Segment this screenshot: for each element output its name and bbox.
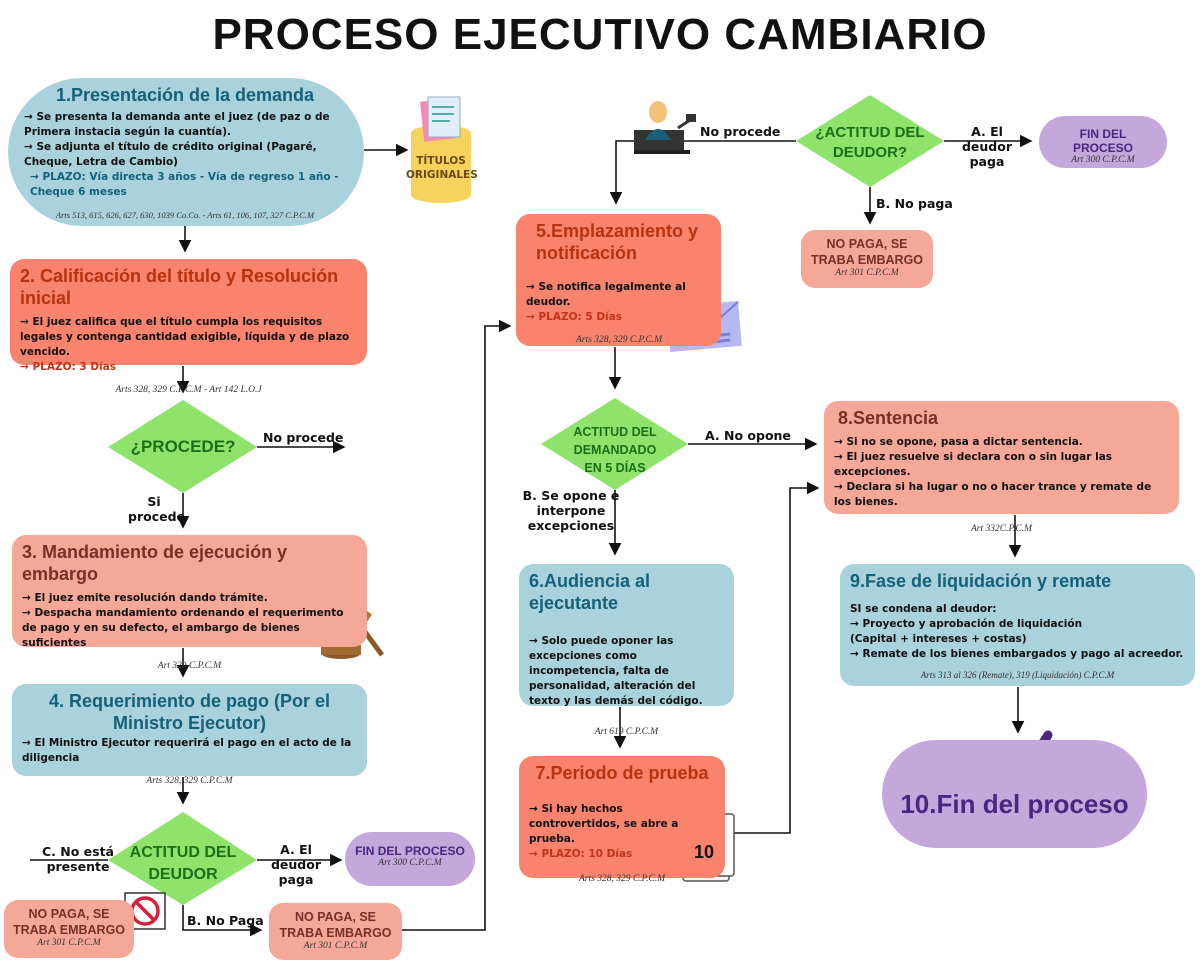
procede-question: ¿PROCEDE? bbox=[130, 437, 236, 456]
step-8-line3: → Declara si ha lugar o no o hacer tranc… bbox=[834, 481, 1152, 508]
step-5-cite: Arts 328, 329 C.P.C.M bbox=[576, 335, 663, 345]
no-paga-left: NO PAGA, SE TRABA EMBARGO Art 301 C.P.C.… bbox=[4, 900, 134, 958]
step-8-title: 8.Sentencia bbox=[838, 408, 939, 428]
step-1-line1: → Se presenta la demanda ante el juez (d… bbox=[24, 111, 330, 138]
fin-proceso-bottom-title: FIN DEL PROCESO bbox=[355, 844, 465, 858]
step-8-line1: → Si no se opone, pasa a dictar sentenci… bbox=[834, 436, 1083, 448]
step-1-plazo: → PLAZO: Vía directa 3 años - Vía de reg… bbox=[30, 171, 339, 198]
step-5-box: 5.Emplazamiento y notificación → Se noti… bbox=[516, 214, 721, 346]
step-9-cite: Arts 313 al 326 (Remate), 319 (Liquidaci… bbox=[920, 670, 1115, 680]
step-2-plazo: → PLAZO: 3 Días bbox=[20, 361, 116, 373]
no-paga-mid-cite: Art 301 C.P.C.M bbox=[303, 941, 368, 951]
step-5-plazo: → PLAZO: 5 Días bbox=[526, 311, 622, 323]
step-3-box: 3. Mandamiento de ejecución y embargo → … bbox=[12, 535, 367, 671]
page-title: PROCESO EJECUTIVO CAMBIARIO bbox=[212, 10, 988, 59]
step-7-plazo: → PLAZO: 10 Días bbox=[529, 848, 633, 860]
step-7-cite: Arts 328, 329 C.P.C.M bbox=[579, 874, 666, 884]
step-4-cite: Arts 328, 329 C.P.C.M bbox=[146, 776, 233, 786]
actitud-bottom-c-label: C. No está presente bbox=[41, 844, 114, 874]
no-paga-top: NO PAGA, SE TRABA EMBARGO Art 301 C.P.C.… bbox=[801, 230, 933, 288]
no-paga-top-title: NO PAGA, SE TRABA EMBARGO bbox=[810, 237, 924, 267]
step-2-line1: → El juez califica que el título cumpla … bbox=[20, 316, 350, 358]
actitud-bottom-b-label: B. No Paga bbox=[187, 913, 264, 928]
step-7-line1: → Si hay hechos controvertidos, se abre … bbox=[529, 803, 679, 845]
step-1-box: 1.Presentación de la demanda → Se presen… bbox=[8, 78, 364, 226]
step-9-title: 9.Fase de liquidación y remate bbox=[850, 571, 1112, 591]
step-1-cite: Arts 513, 615, 626, 627, 630, 1039 Co.Co… bbox=[55, 210, 315, 220]
no-paga-left-cite: Art 301 C.P.C.M bbox=[37, 938, 101, 948]
step-6-box: 6.Audiencia al ejecutante → Solo puede o… bbox=[519, 564, 734, 737]
actitud-dem-question: ACTITUD DEL DEMANDADO EN 5 DÍAS bbox=[573, 425, 657, 475]
titulos-label: TÍTULOS ORIGINALES bbox=[406, 155, 478, 181]
step-6-title: 6.Audiencia al ejecutante bbox=[529, 571, 651, 613]
step-8-box: 8.Sentencia → Si no se opone, pasa a dic… bbox=[824, 401, 1179, 534]
no-paga-left-title: NO PAGA, SE TRABA EMBARGO bbox=[12, 907, 126, 937]
actitud-dem-a-label: A. No opone bbox=[705, 428, 791, 443]
step-10-title: 10.Fin del proceso bbox=[900, 789, 1129, 819]
step-6-cite: Art 619 C.P.C.M bbox=[594, 727, 659, 737]
step-9-line2: (Capital + intereses + costas) bbox=[850, 633, 1027, 645]
diamond-procede bbox=[108, 400, 257, 493]
step-3-line2: → Despacha mandamiento ordenando el requ… bbox=[22, 607, 344, 649]
step-9-line0: SI se condena al deudor: bbox=[850, 603, 997, 615]
step-2-title: 2. Calificación del título y Resolución … bbox=[20, 266, 339, 308]
fin-proceso-bottom: FIN DEL PROCESO Art 300 C.P.C.M bbox=[345, 832, 475, 886]
actitud-top-question: ¿ACTITUD DEL DEUDOR? bbox=[815, 124, 925, 161]
procede-si-label: Si procede bbox=[128, 494, 186, 524]
fin-proceso-top-title: FIN DEL PROCESO bbox=[1072, 127, 1133, 155]
diamond-actitud-bottom bbox=[108, 812, 257, 905]
step-10-box bbox=[882, 740, 1147, 848]
actitud-bottom-a-label: A. El deudor paga bbox=[270, 842, 322, 887]
documents-icon bbox=[411, 96, 471, 203]
actitud-top-a-label: A. El deudor paga bbox=[961, 124, 1013, 169]
step-4-line1: → El Ministro Ejecutor requerirá el pago… bbox=[22, 737, 352, 764]
step-5-line1: → Se notifica legalmente al deudor. bbox=[526, 281, 686, 308]
step-4-title: 4. Requerimiento de pago (Por el Ministr… bbox=[48, 691, 331, 733]
judge-icon bbox=[634, 101, 696, 154]
diamond-actitud-top bbox=[796, 95, 944, 187]
step-7-box: 7.Periodo de prueba → Si hay hechos cont… bbox=[519, 756, 725, 884]
no-paga-top-cite: Art 301 C.P.C.M bbox=[835, 268, 899, 278]
step-2-cite: Arts 328, 329 C.P.C.M - Art 142 L.O.J bbox=[115, 385, 262, 395]
actitud-top-b-label: B. No paga bbox=[876, 196, 953, 211]
fin-proceso-top: FIN DEL PROCESO Art 300 C.P.C.M bbox=[1039, 116, 1167, 168]
no-paga-mid-title: NO PAGA, SE TRABA EMBARGO bbox=[279, 910, 392, 940]
step-1-line2: → Se adjunta el título de crédito origin… bbox=[24, 141, 317, 168]
diamond-actitud-dem bbox=[541, 398, 688, 490]
actitud-dem-b-label: B. Se opone e interpone excepciones bbox=[522, 488, 620, 533]
fin-proceso-bottom-cite: Art 300 C.P.C.M bbox=[378, 858, 442, 868]
step-4-box: 4. Requerimiento de pago (Por el Ministr… bbox=[12, 684, 367, 786]
fin-proceso-top-cite: Art 300 C.P.C.M bbox=[1071, 155, 1135, 165]
step-3-cite: Art 329 C.P.C.M bbox=[157, 661, 222, 671]
step-8-line2: → El juez resuelve si declara con o sin … bbox=[834, 451, 1113, 478]
step-3-line1: → El juez emite resolución dando trámite… bbox=[22, 592, 268, 604]
step-9-box: 9.Fase de liquidación y remate SI se con… bbox=[840, 564, 1195, 686]
step-9-line1: → Proyecto y aprobación de liquidación bbox=[850, 618, 1083, 630]
step-2-box: 2. Calificación del título y Resolución … bbox=[10, 259, 367, 395]
procede-no-label: No procede bbox=[263, 430, 344, 445]
step-9-line3: → Remate de los bienes embargados y pago… bbox=[850, 648, 1184, 660]
step-1-title: 1.Presentación de la demanda bbox=[55, 85, 315, 105]
step-5-title: 5.Emplazamiento y notificación bbox=[536, 221, 699, 263]
step-3-title: 3. Mandamiento de ejecución y embargo bbox=[22, 542, 288, 584]
no-paga-mid: NO PAGA, SE TRABA EMBARGO Art 301 C.P.C.… bbox=[269, 903, 402, 960]
actitud-top-no-label: No procede bbox=[700, 124, 781, 139]
step-6-line1: → Solo puede oponer las excepciones como… bbox=[529, 635, 703, 707]
step-8-cite: Art 332C.P.C.M bbox=[970, 524, 1033, 534]
calendar-number: 10 bbox=[693, 842, 715, 862]
actitud-bottom-question: ACTITUD DEL DEUDOR bbox=[129, 844, 237, 883]
step-7-title: 7.Periodo de prueba bbox=[535, 763, 709, 783]
